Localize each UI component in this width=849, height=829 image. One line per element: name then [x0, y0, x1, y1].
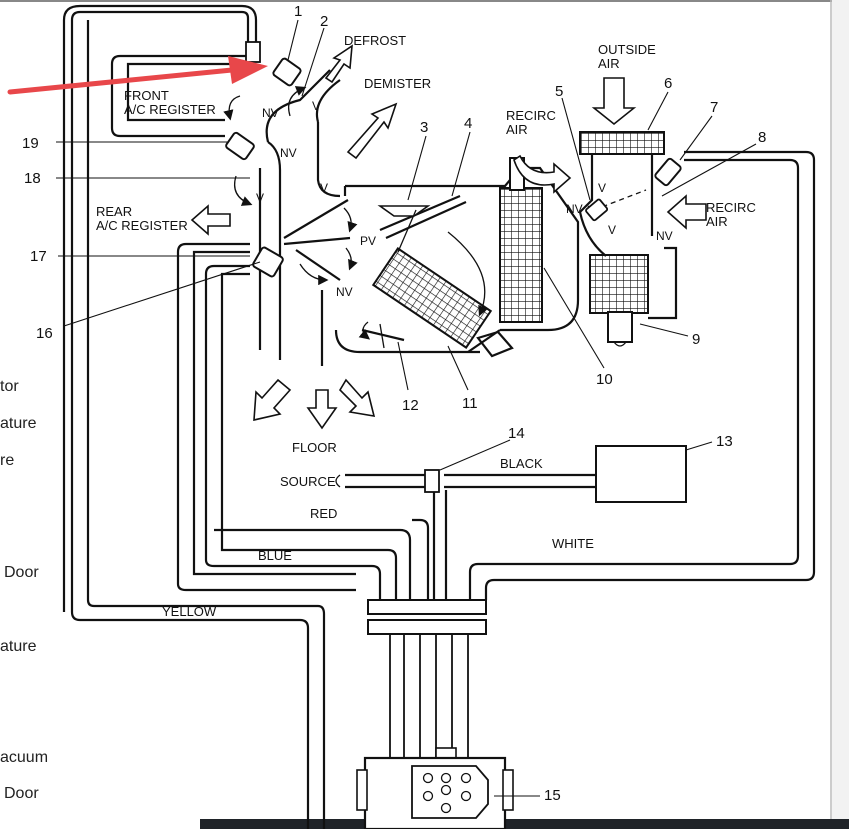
label-blue: BLUE: [258, 548, 292, 563]
vacuum-actuators: [225, 41, 682, 278]
label-red: RED: [310, 506, 337, 521]
callout-17: 17: [30, 248, 47, 265]
port-v-3: V: [320, 181, 328, 195]
vacuum-reservoir: [595, 445, 687, 503]
label-white: WHITE: [552, 536, 594, 551]
callout-10: 10: [596, 371, 613, 388]
airflow-arrows: [190, 44, 707, 430]
side-text-3: re: [0, 452, 14, 469]
callout-2: 2: [320, 13, 328, 30]
label-defrost: DEFROST: [344, 33, 406, 48]
callout-4: 4: [464, 115, 472, 132]
label-recirc-left-2: AIR: [506, 122, 528, 137]
label-source: SOURCE: [280, 474, 336, 489]
label-floor: FLOOR: [292, 440, 337, 455]
callout-18: 18: [24, 170, 41, 187]
highlight-arrow: [7, 56, 268, 95]
callout-14: 14: [508, 425, 525, 442]
port-v-2: V: [256, 191, 264, 205]
port-nv-5: NV: [656, 229, 673, 243]
callout-5: 5: [555, 83, 563, 100]
port-v-4: V: [598, 181, 606, 195]
label-recirc-right-2: AIR: [706, 214, 728, 229]
side-text: tor ature re Door ature acuum Door: [0, 378, 48, 802]
label-black: BLACK: [500, 456, 543, 471]
callout-11: 11: [462, 395, 478, 412]
callout-15: 15: [544, 787, 561, 804]
side-text-4: Door: [4, 564, 39, 581]
hose-labels: SOURCE BLACK RED WHITE BLUE YELLOW: [162, 456, 594, 619]
label-rear-register-1: REAR: [96, 204, 132, 219]
callout-8: 8: [758, 129, 766, 146]
callout-7: 7: [710, 99, 718, 116]
port-nv-4: NV: [566, 202, 583, 216]
port-v-5: V: [608, 223, 616, 237]
callout-13: 13: [716, 433, 733, 450]
port-v-1: V: [312, 99, 320, 113]
callout-leaders: [56, 19, 757, 797]
callout-1: 1: [294, 3, 302, 20]
callout-numbers: 1 2 3 4 5 6 7 8 9 10 11 12 13 14 15 16 1…: [22, 3, 766, 804]
side-text-2: ature: [0, 415, 37, 432]
bottom-bar: [200, 819, 849, 829]
label-outside-2: AIR: [598, 56, 620, 71]
side-text-1: tor: [0, 378, 19, 395]
vacuum-manifold: [367, 599, 487, 763]
label-front-register-1: FRONT: [124, 88, 169, 103]
label-rear-register-2: A/C REGISTER: [96, 218, 188, 233]
callout-16: 16: [36, 325, 53, 342]
callout-12: 12: [402, 397, 419, 414]
vacuum-tee: [424, 469, 440, 493]
port-pv: PV: [360, 234, 376, 248]
side-text-5: ature: [0, 638, 37, 655]
side-text-7: Door: [4, 785, 39, 802]
vacuum-selector-switch: [356, 756, 514, 829]
side-text-6: acuum: [0, 749, 48, 766]
label-outside-1: OUTSIDE: [598, 42, 656, 57]
port-labels: NV V NV V V PV NV NV V V NV: [256, 99, 673, 299]
port-nv-1: NV: [262, 106, 279, 120]
label-demister: DEMISTER: [364, 76, 431, 91]
callout-19: 19: [22, 135, 39, 152]
vacuum-hoses: [62, 4, 816, 829]
label-recirc-right-1: RECIRC: [706, 200, 756, 215]
label-yellow: YELLOW: [162, 604, 217, 619]
port-nv-2: NV: [280, 146, 297, 160]
callout-9: 9: [692, 331, 700, 348]
callout-3: 3: [420, 119, 428, 136]
callout-6: 6: [664, 75, 672, 92]
label-recirc-left-1: RECIRC: [506, 108, 556, 123]
port-nv-3: NV: [336, 285, 353, 299]
air-labels: DEFROST DEMISTER FRONT A/C REGISTER REAR…: [96, 33, 756, 455]
label-front-register-2: A/C REGISTER: [124, 102, 216, 117]
